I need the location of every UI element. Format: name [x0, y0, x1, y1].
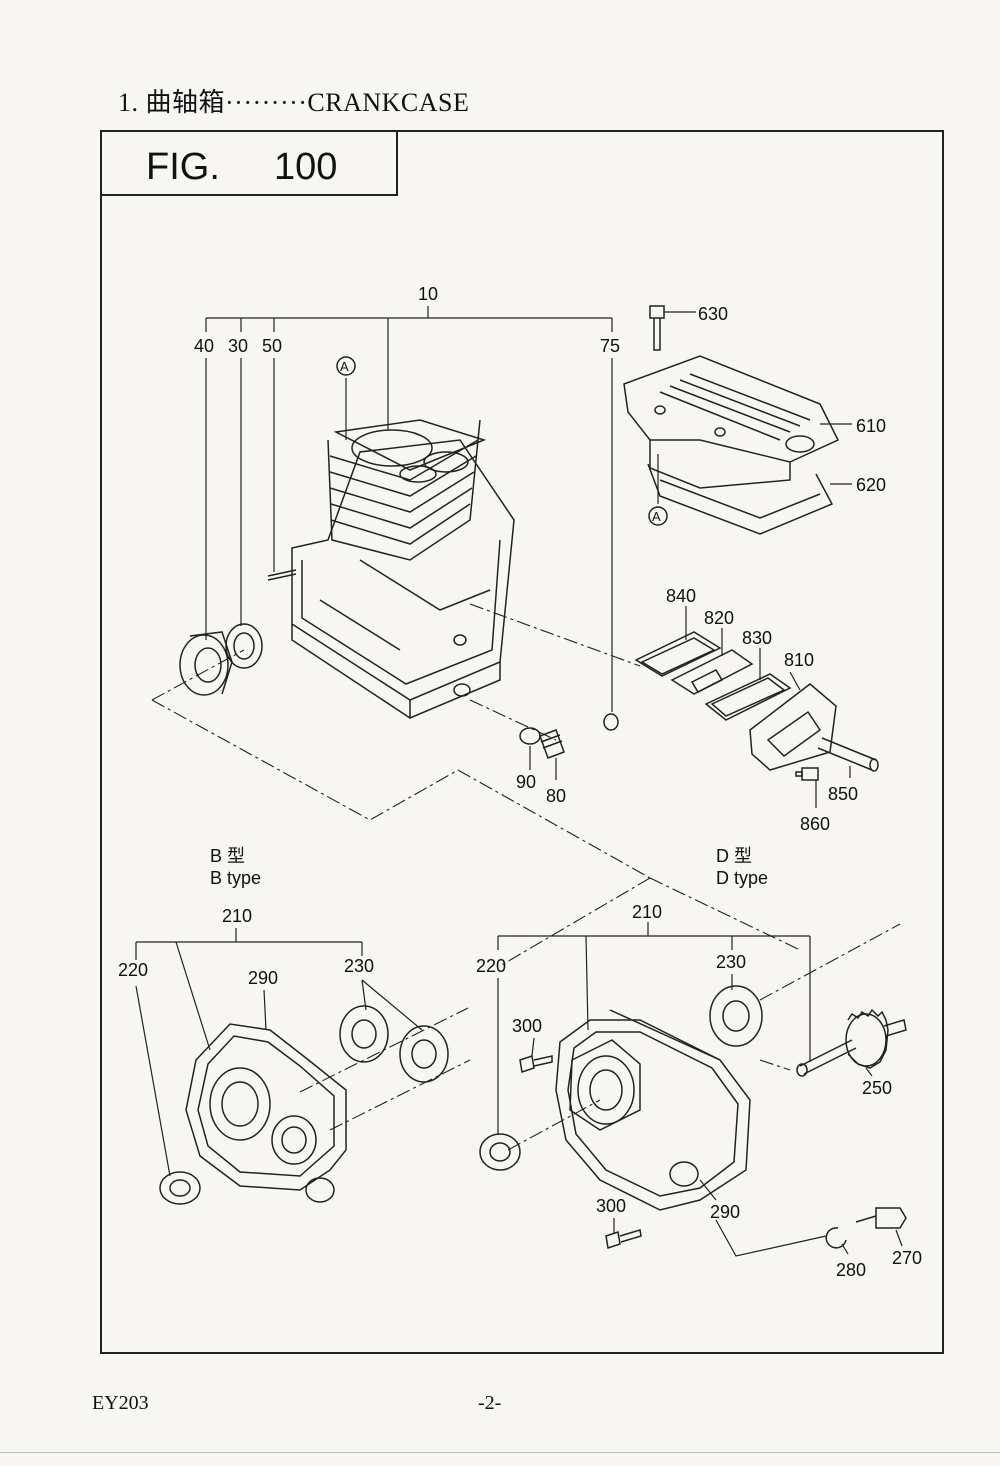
d-type-oil-seal-220: [479, 1133, 521, 1171]
b-type-label-cn: B 型: [210, 846, 245, 866]
callout-90: 90: [516, 772, 536, 792]
callout-40: 40: [194, 336, 214, 356]
leader-lines: [135, 306, 903, 1257]
d-type-gear-250: [845, 1008, 907, 1069]
b-type-label-en: B type: [210, 868, 261, 888]
ref-a-circle-top: [336, 356, 356, 376]
section-title: 1. 曲轴箱·········CRANKCASE: [118, 88, 470, 117]
callout-820: 820: [704, 608, 734, 628]
b-callout-210: 210: [222, 906, 252, 926]
d-type-key-270: [855, 1207, 907, 1229]
gasket-830: [704, 673, 792, 721]
d-callout-300-bottom: 300: [596, 1196, 626, 1216]
b-type-crankcase-cover: [185, 1023, 347, 1203]
callout-50: 50: [262, 336, 282, 356]
callout-80: 80: [546, 786, 566, 806]
callout-810: 810: [784, 650, 814, 670]
ref-a-top: A: [340, 359, 349, 374]
figure-label: FIG.: [146, 146, 220, 188]
gasket-840: [634, 631, 722, 677]
reed-plate-820: [670, 649, 754, 695]
d-type-bearing-230: [709, 985, 763, 1047]
d-callout-250: 250: [862, 1078, 892, 1098]
callout-630: 630: [698, 304, 728, 324]
drain-plug-80: [539, 729, 565, 759]
d-callout-220: 220: [476, 956, 506, 976]
head-gasket-620: [647, 463, 834, 535]
page-bottom-rule: [0, 1452, 1000, 1453]
washer-75: [603, 713, 619, 731]
d-type-bolt-300a: [519, 1055, 553, 1073]
callout-610: 610: [856, 416, 886, 436]
figure-frame: FIG. 100: [100, 130, 944, 1354]
bearing-40: [179, 631, 233, 696]
d-type-shaft: [796, 1039, 857, 1077]
d-type-bolt-300b: [605, 1229, 642, 1249]
callout-850: 850: [828, 784, 858, 804]
gasket-90: [519, 727, 541, 745]
callout-840: 840: [666, 586, 696, 606]
b-callout-290: 290: [248, 968, 278, 988]
callout-30: 30: [228, 336, 248, 356]
callout-620: 620: [856, 475, 886, 495]
figure-number: 100: [274, 146, 338, 188]
ref-a-circle-bottom: [648, 506, 668, 526]
callout-75: 75: [600, 336, 620, 356]
footer-model: EY203: [92, 1392, 149, 1414]
callout-10: 10: [418, 284, 438, 304]
d-callout-270: 270: [892, 1248, 922, 1268]
footer-page-number: -2-: [478, 1392, 502, 1414]
figure-label-box: FIG. 100: [102, 132, 398, 196]
d-type-label-en: D type: [716, 868, 768, 888]
b-callout-220: 220: [118, 960, 148, 980]
d-callout-280: 280: [836, 1260, 866, 1280]
breather-cover-810: [749, 683, 837, 771]
d-callout-300-top: 300: [512, 1016, 542, 1036]
b-callout-230: 230: [344, 956, 374, 976]
breather-tube-850: [817, 737, 879, 772]
b-type-oil-seal-220: [159, 1171, 201, 1205]
d-type-label-cn: D 型: [716, 846, 752, 866]
callout-830: 830: [742, 628, 772, 648]
assembly-lines: [151, 603, 901, 1151]
bolt-860: [795, 767, 819, 781]
d-callout-230: 230: [716, 952, 746, 972]
d-type-crankcase-cover: [555, 1009, 751, 1211]
dowel-pin-50: [267, 569, 297, 581]
cylinder-head-610: [623, 355, 840, 489]
callout-860: 860: [800, 814, 830, 834]
d-callout-210: 210: [632, 902, 662, 922]
d-callout-290: 290: [710, 1202, 740, 1222]
ref-a-bottom: A: [652, 509, 661, 524]
b-type-bearing-230a: [339, 1005, 389, 1063]
b-type-bearing-230b: [399, 1025, 449, 1083]
crankcase-body: [291, 419, 515, 720]
bolt-630: [649, 305, 665, 351]
